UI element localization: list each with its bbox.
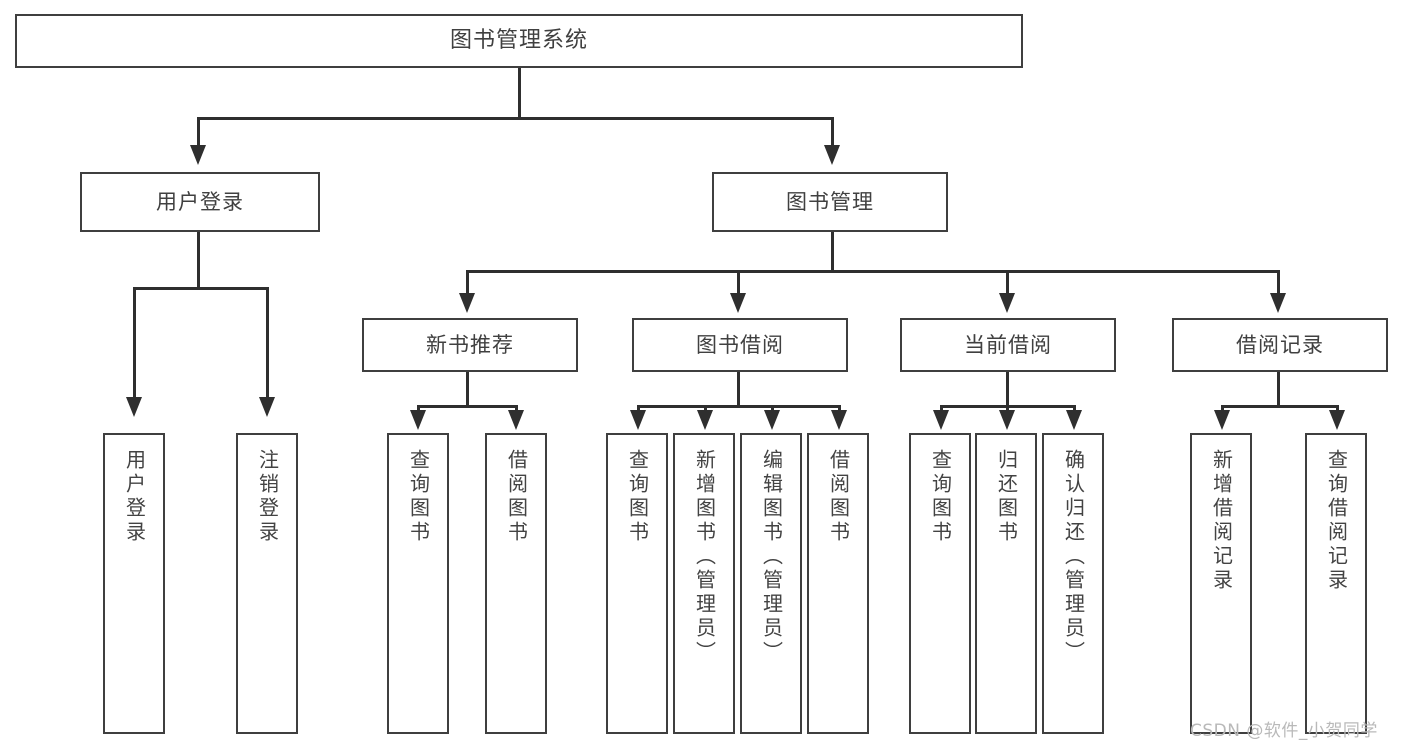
node-book-borrow[interactable]: 图书借阅 — [632, 318, 848, 372]
node-new-book-recommend[interactable]: 新书推荐 — [362, 318, 578, 372]
connector-bookmanage-drop-1 — [466, 270, 469, 293]
leaf-borrowrecord-add-record[interactable]: 新增借阅记录 — [1190, 433, 1252, 734]
node-root-system[interactable]: 图书管理系统 — [15, 14, 1023, 68]
leaf-bookborrow-query-book[interactable]: 查询图书 — [606, 433, 668, 734]
connector-userlogin-drop-1 — [133, 287, 136, 397]
arrow-to-current-borrow — [999, 293, 1015, 313]
arrow-to-leaf-borrowrecord-2 — [1329, 410, 1345, 430]
node-book-manage[interactable]: 图书管理 — [712, 172, 948, 232]
connector-newbook-stem — [466, 372, 469, 406]
node-label: 图书管理 — [786, 189, 874, 214]
connector-root-bar — [197, 117, 833, 120]
connector-newbook-bar — [417, 405, 517, 408]
leaf-label: 注销登录 — [255, 449, 280, 545]
node-label: 新书推荐 — [426, 332, 514, 357]
node-label: 借阅记录 — [1236, 332, 1324, 357]
arrow-to-leaf-newbook-2 — [508, 410, 524, 430]
arrow-to-leaf-currentborrow-3 — [1066, 410, 1082, 430]
node-label: 图书管理系统 — [449, 28, 588, 54]
connector-bookmanage-drop-2 — [737, 270, 740, 293]
arrow-to-leaf-borrowrecord-1 — [1214, 410, 1230, 430]
arrow-to-leaf-newbook-1 — [410, 410, 426, 430]
leaf-label: 查询借阅记录 — [1324, 449, 1349, 593]
leaf-label: 借阅图书 — [504, 449, 529, 545]
connector-currentborrow-stem — [1006, 372, 1009, 406]
arrow-to-leaf-bookborrow-4 — [831, 410, 847, 430]
leaf-label: 借阅图书 — [826, 449, 851, 545]
node-borrow-record[interactable]: 借阅记录 — [1172, 318, 1388, 372]
leaf-newbook-query-book[interactable]: 查询图书 — [387, 433, 449, 734]
leaf-label: 查询图书 — [928, 449, 953, 545]
connector-bookborrow-stem — [737, 372, 740, 406]
connector-userlogin-bar — [133, 287, 268, 290]
connector-borrowrecord-drop-2 — [1336, 405, 1339, 413]
connector-bookborrow-drop-1 — [637, 405, 640, 413]
connector-userlogin-stem — [197, 232, 200, 288]
connector-root-stem — [518, 68, 521, 118]
leaf-label: 新增借阅记录 — [1209, 449, 1234, 593]
arrow-to-book-manage — [824, 145, 840, 165]
leaf-label: 用户登录 — [122, 449, 147, 545]
arrow-to-new-book — [459, 293, 475, 313]
connector-currentborrow-drop-2 — [1006, 405, 1009, 413]
node-label: 图书借阅 — [696, 332, 784, 357]
leaf-label: 查询图书 — [625, 449, 650, 545]
connector-newbook-drop-2 — [515, 405, 518, 413]
arrow-to-leaf-bookborrow-1 — [630, 410, 646, 430]
arrow-to-leaf-currentborrow-1 — [933, 410, 949, 430]
leaf-label: 编辑图书（管理员） — [759, 449, 784, 665]
leaf-logout[interactable]: 注销登录 — [236, 433, 298, 734]
connector-bookmanage-stem — [831, 232, 834, 272]
leaf-borrowrecord-query-record[interactable]: 查询借阅记录 — [1305, 433, 1367, 734]
connector-bookborrow-drop-2 — [704, 405, 707, 413]
connector-root-right-drop — [831, 117, 834, 145]
arrow-to-leaf-bookborrow-2 — [697, 410, 713, 430]
arrow-to-leaf-bookborrow-3 — [764, 410, 780, 430]
connector-bookmanage-drop-4 — [1277, 270, 1280, 293]
connector-bookborrow-bar — [637, 405, 839, 408]
arrow-to-leaf-logout — [259, 397, 275, 417]
connector-root-left-drop — [197, 117, 200, 145]
connector-borrowrecord-stem — [1277, 372, 1280, 406]
arrow-to-borrow-record — [1270, 293, 1286, 313]
connector-bookmanage-drop-3 — [1006, 270, 1009, 293]
connector-bookmanage-bar — [466, 270, 1279, 273]
leaf-currentborrow-confirm-return[interactable]: 确认归还（管理员） — [1042, 433, 1104, 734]
arrow-to-book-borrow — [730, 293, 746, 313]
connector-borrowrecord-bar — [1221, 405, 1338, 408]
arrow-to-leaf-currentborrow-2 — [999, 410, 1015, 430]
node-label: 当前借阅 — [964, 332, 1052, 357]
connector-bookborrow-drop-3 — [771, 405, 774, 413]
leaf-newbook-borrow-book[interactable]: 借阅图书 — [485, 433, 547, 734]
leaf-bookborrow-add-book[interactable]: 新增图书（管理员） — [673, 433, 735, 734]
node-label: 用户登录 — [156, 189, 244, 214]
csdn-watermark: CSDN @软件_小贺同学 — [1190, 721, 1378, 741]
node-current-borrow[interactable]: 当前借阅 — [900, 318, 1116, 372]
leaf-currentborrow-query-book[interactable]: 查询图书 — [909, 433, 971, 734]
arrow-to-user-login — [190, 145, 206, 165]
connector-bookborrow-drop-4 — [838, 405, 841, 413]
leaf-label: 归还图书 — [994, 449, 1019, 545]
leaf-label: 查询图书 — [406, 449, 431, 545]
node-user-login[interactable]: 用户登录 — [80, 172, 320, 232]
connector-borrowrecord-drop-1 — [1221, 405, 1224, 413]
leaf-label: 确认归还（管理员） — [1061, 449, 1086, 665]
leaf-bookborrow-edit-book[interactable]: 编辑图书（管理员） — [740, 433, 802, 734]
connector-newbook-drop-1 — [417, 405, 420, 413]
leaf-currentborrow-return-book[interactable]: 归还图书 — [975, 433, 1037, 734]
connector-currentborrow-drop-1 — [940, 405, 943, 413]
arrow-to-leaf-user-login — [126, 397, 142, 417]
connector-userlogin-drop-2 — [266, 287, 269, 397]
leaf-bookborrow-borrow-book[interactable]: 借阅图书 — [807, 433, 869, 734]
leaf-user-login[interactable]: 用户登录 — [103, 433, 165, 734]
leaf-label: 新增图书（管理员） — [692, 449, 717, 665]
connector-currentborrow-drop-3 — [1073, 405, 1076, 413]
